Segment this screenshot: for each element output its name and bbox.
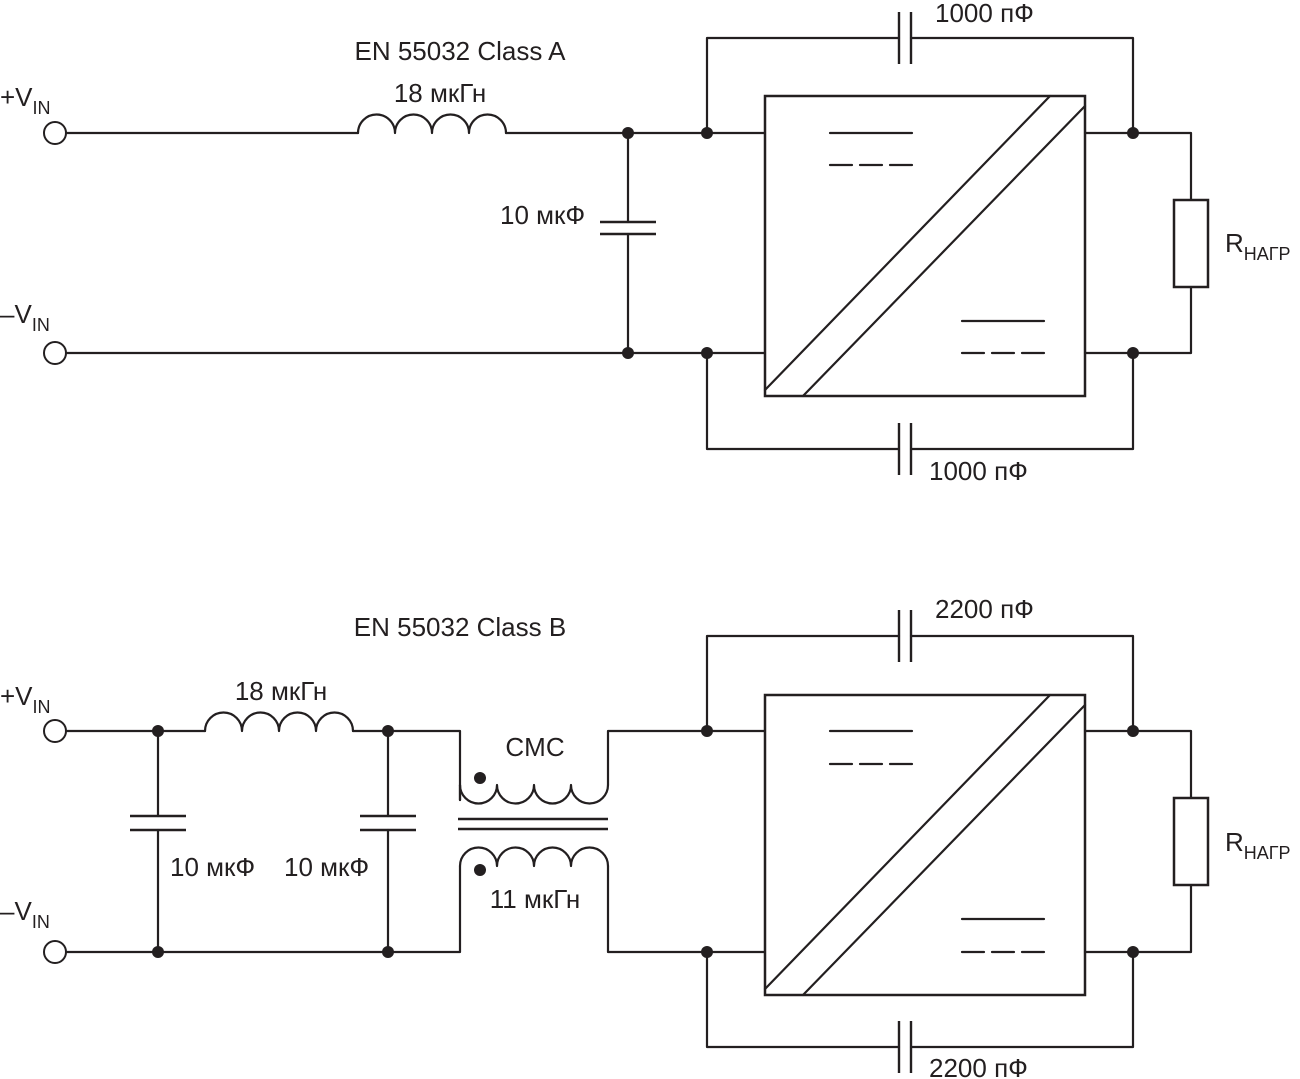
circuit-b-ycap-top-plates <box>897 610 913 662</box>
circuit-a-plus-vin-label: +VIN <box>0 82 51 118</box>
circuit-a-inductor-coil <box>356 113 508 135</box>
circuit-b-load-label: RНАГР <box>1225 827 1291 863</box>
circuit-b-cap-left-plates <box>130 814 186 832</box>
circuit-b-wire-bottom-left <box>64 864 462 954</box>
circuit-b-junctions <box>152 725 1139 958</box>
circuit-b-load-resistor <box>1172 796 1210 887</box>
circuit-a-ycap-bottom-plates <box>897 423 913 475</box>
circuit-b-ycap-bottom-wires <box>705 950 1135 1049</box>
circuit-b-cmc-inductance-label: 11 мкГн <box>490 884 580 914</box>
circuit-a-output-wires <box>1083 131 1193 355</box>
circuit-b-wire-cmc-out-bottom <box>606 864 767 954</box>
circuit-b-dcdc-converter <box>763 693 1087 997</box>
circuit-b-ycap-bottom-plates <box>897 1021 913 1073</box>
circuit-b-minus-vin-terminal <box>43 940 67 964</box>
circuit-b-plus-vin-terminal <box>43 719 67 743</box>
circuit-a-title: EN 55032 Class A <box>354 36 566 66</box>
circuit-b-ycap-bottom-label: 2200 пФ <box>929 1053 1028 1079</box>
circuit-b-cmc-polarity-dot-top <box>474 772 486 784</box>
circuit-b-title: EN 55032 Class B <box>354 612 566 642</box>
circuit-a-dcdc-converter <box>763 94 1087 398</box>
circuit-a-load-label: RНАГР <box>1225 228 1291 264</box>
circuit-b-cmc-top-winding <box>458 783 610 805</box>
circuit-a-minus-vin-label: –VIN <box>0 299 50 335</box>
circuit-a-ycap-top-plates <box>897 12 913 64</box>
circuit-b-ycap-top-label: 2200 пФ <box>935 594 1034 624</box>
circuit-b-output-wires <box>1083 729 1193 954</box>
circuit-a-input-cap-label: 10 мкФ <box>500 200 585 230</box>
circuit-b-cap-right-label: 10 мкФ <box>284 852 369 882</box>
circuit-a-inductor-label: 18 мкГн <box>394 78 486 108</box>
circuit-a-load-resistor <box>1172 198 1210 289</box>
circuit-a-junctions <box>622 127 1139 359</box>
circuit-b-minus-vin-label: –VIN <box>0 896 50 932</box>
circuit-class-b: EN 55032 Class B +VIN –VIN 18 мкГн 10 мк… <box>0 594 1291 1079</box>
circuit-a-minus-vin-terminal <box>43 341 67 365</box>
circuit-b-wire-to-cmc-top <box>351 729 462 802</box>
circuit-a-ycap-top-label: 1000 пФ <box>935 0 1034 28</box>
circuit-b-cmc-polarity-dot-bottom <box>474 864 486 876</box>
circuit-b-inductor-label: 18 мкГн <box>235 676 327 706</box>
circuit-a-plus-vin-terminal <box>43 121 67 145</box>
circuit-b-cmc-core <box>458 817 608 831</box>
circuit-b-ycap-top-wires <box>705 634 1135 733</box>
circuit-b-inductor-coil <box>203 711 355 733</box>
circuit-b-cap-right-plates <box>360 814 416 832</box>
circuit-b-cap-left-label: 10 мкФ <box>170 852 255 882</box>
circuit-a-ycap-top-wires <box>705 36 1135 135</box>
circuit-a-converter-diagonal <box>763 94 1087 398</box>
circuit-b-common-mode-choke: CMC 11 мкГн <box>458 729 767 954</box>
circuit-b-wire-cmc-out-top <box>606 729 767 787</box>
circuit-b-plus-vin-label: +VIN <box>0 681 51 717</box>
circuit-a-ycap-bottom-label: 1000 пФ <box>929 456 1028 486</box>
circuit-b-converter-diagonal <box>763 693 1087 997</box>
circuit-class-a: EN 55032 Class A +VIN –VIN 18 мкГн 10 мк… <box>0 0 1291 486</box>
circuit-a-ycap-bottom-wires <box>705 351 1135 451</box>
circuit-b-cmc-bottom-winding <box>458 846 610 868</box>
circuit-b-cmc-label: CMC <box>505 732 564 762</box>
circuit-a-input-cap-plates <box>600 220 656 236</box>
